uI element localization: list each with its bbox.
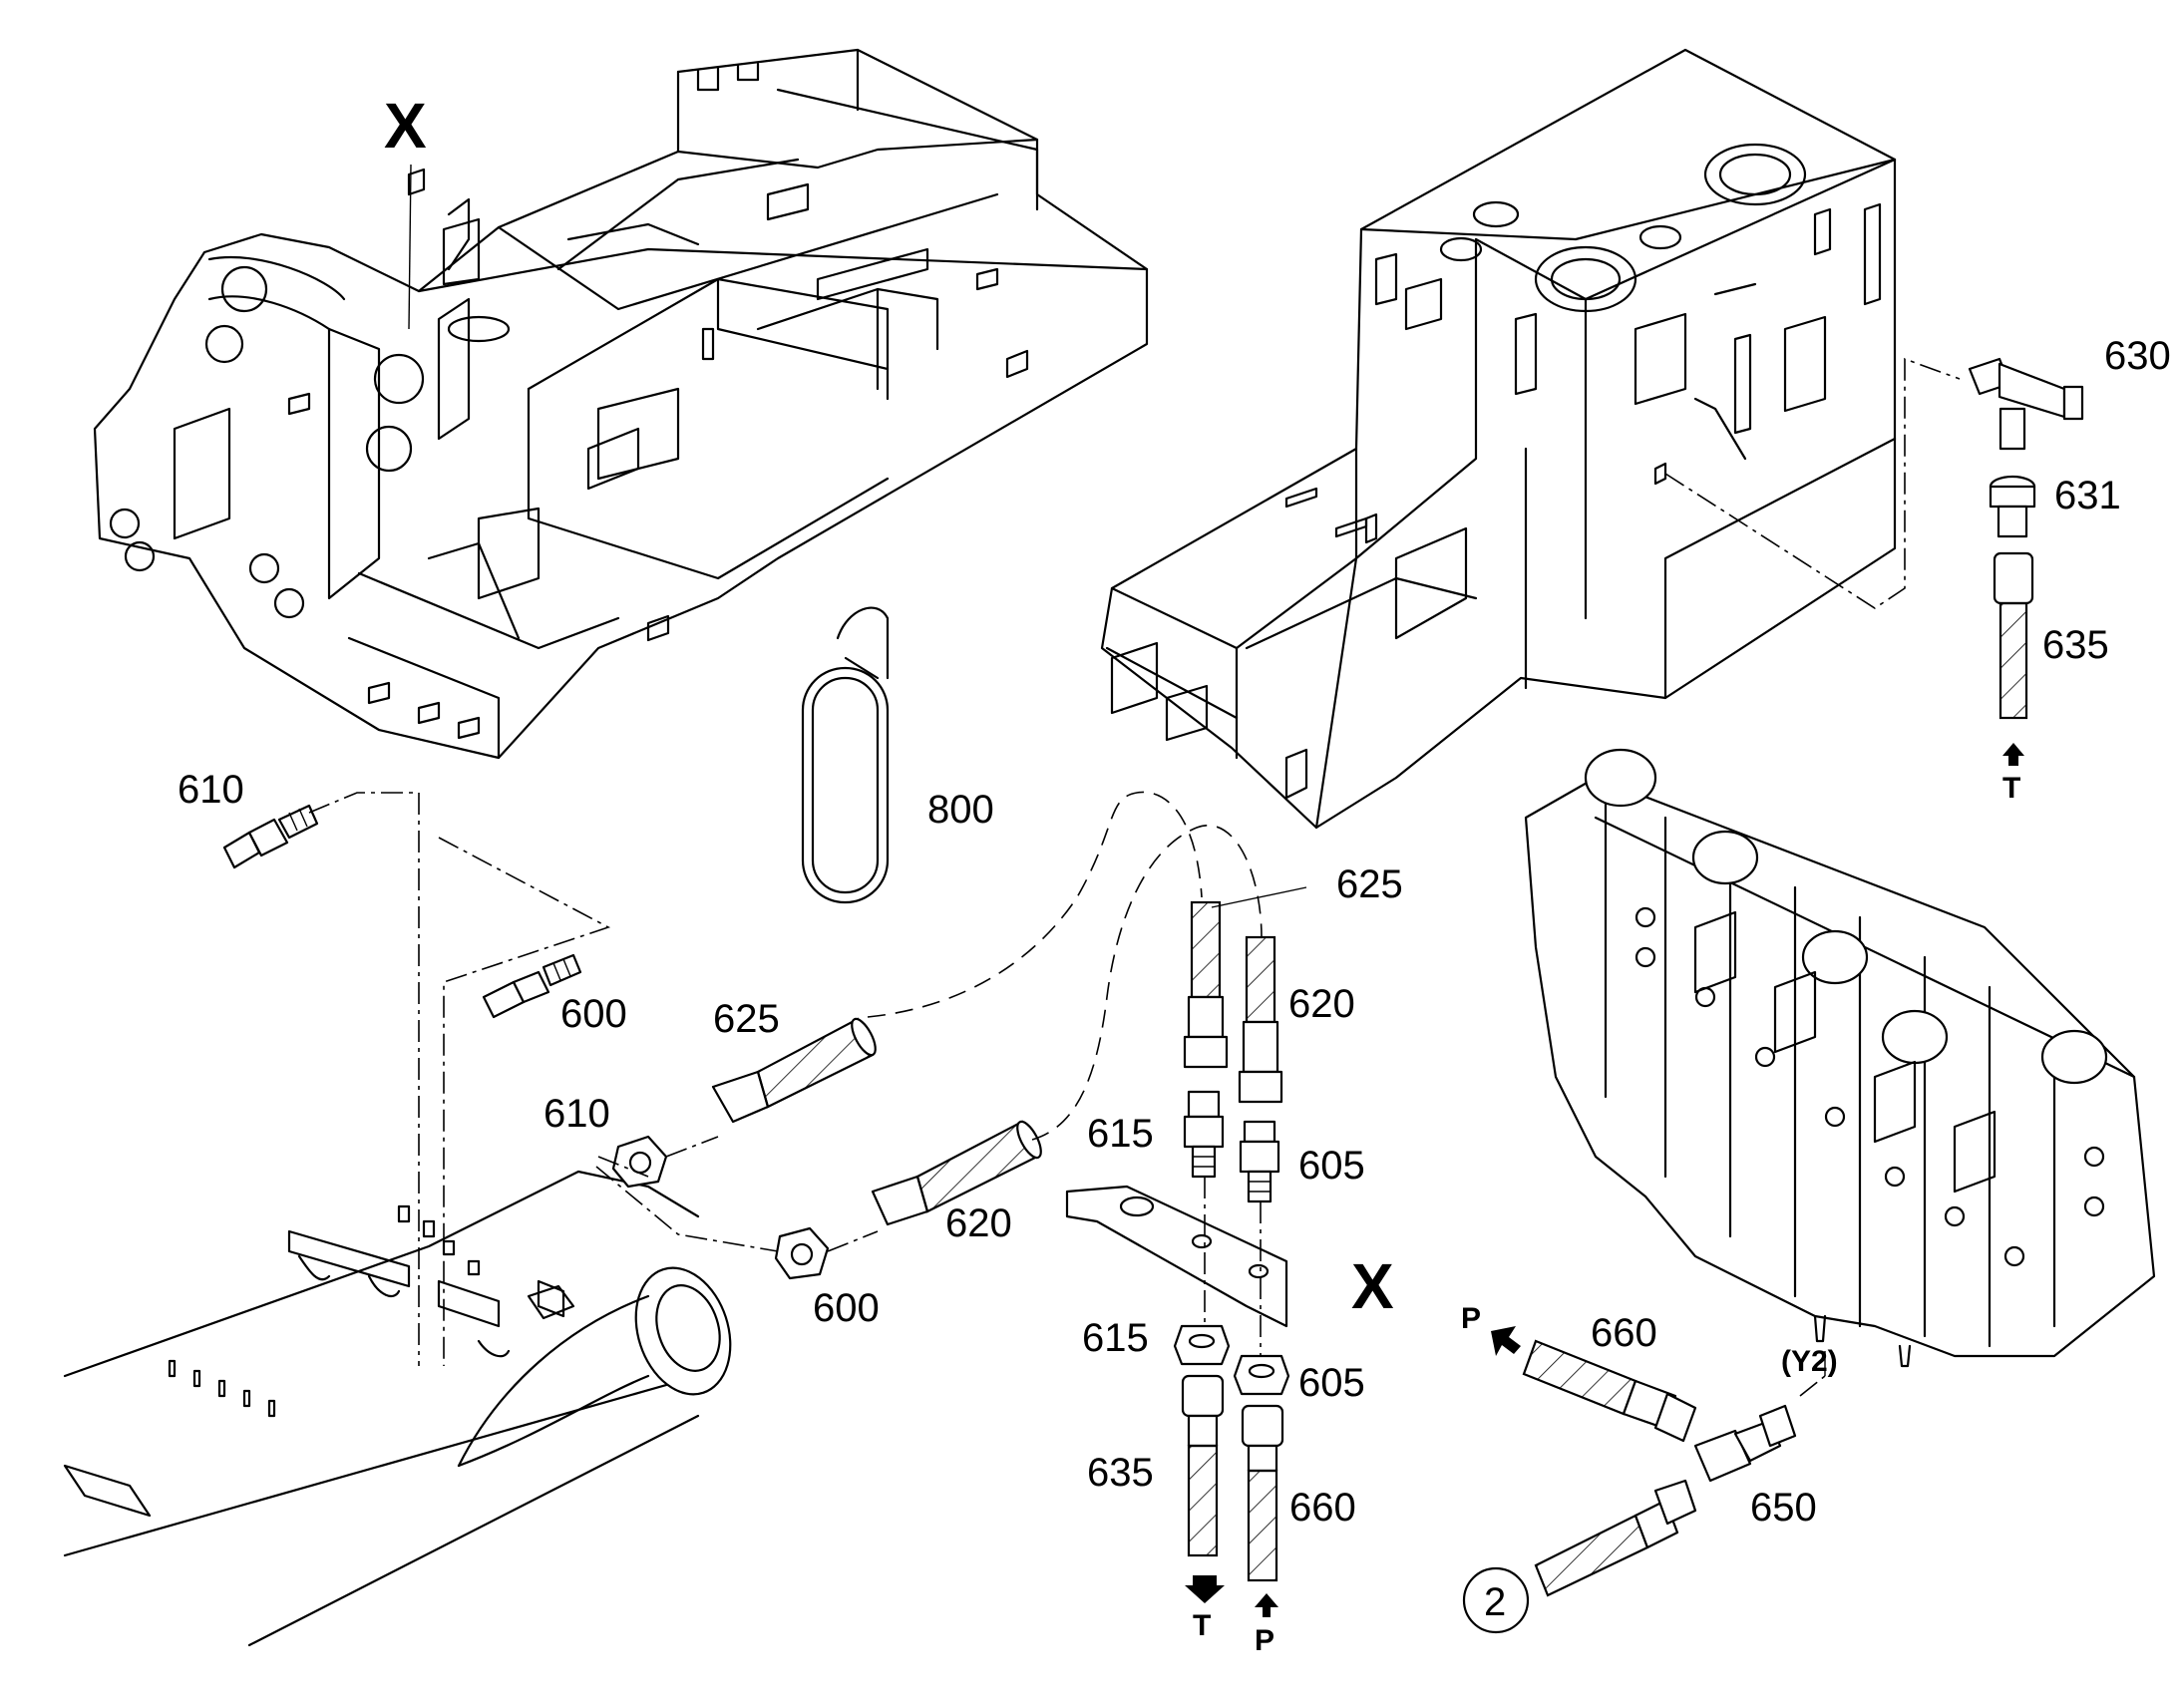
callout-610-top: 610 xyxy=(178,768,244,812)
hose-660-bottom xyxy=(1241,1404,1284,1582)
callout-600-mid: 600 xyxy=(560,992,627,1036)
callout-800: 800 xyxy=(927,788,994,832)
assembly-dash-lines xyxy=(308,357,1961,1397)
port-t-right: T xyxy=(2002,772,2020,805)
fitting-615 xyxy=(1183,1090,1225,1179)
callout-605-fit: 605 xyxy=(1298,1144,1365,1188)
arrow-p-right-icon xyxy=(1491,1326,1521,1356)
callout-660-right: 660 xyxy=(1591,1311,1657,1355)
callout-605-nut: 605 xyxy=(1298,1361,1365,1405)
fitting-600-mid xyxy=(482,953,582,1019)
arrow-p-bottom-icon xyxy=(1255,1593,1278,1617)
nut-600 xyxy=(774,1226,830,1280)
fitting-610-top xyxy=(222,804,319,869)
hose-625-angled xyxy=(711,1017,877,1124)
callout-600-nut: 600 xyxy=(813,1286,880,1330)
tee-fitting-630 xyxy=(1968,357,2084,451)
hose-620-vertical xyxy=(1238,935,1283,1104)
control-valve-drawing xyxy=(1524,748,2156,1368)
callout-610-nut: 610 xyxy=(544,1092,610,1136)
port-p-bottom: P xyxy=(1255,1624,1274,1657)
port-y2: (Y2) xyxy=(1781,1345,1838,1378)
hose-to-ref-2 xyxy=(1534,1479,1697,1597)
callout-630: 630 xyxy=(2104,334,2171,378)
leader-625-top xyxy=(1211,886,1307,908)
callout-650: 650 xyxy=(1750,1486,1817,1530)
callout-625-hose: 625 xyxy=(713,997,780,1041)
upper-structure-drawing xyxy=(1100,48,1897,830)
adapter-631 xyxy=(1989,475,2036,538)
section-marker-x-bottom: X xyxy=(1351,1250,1394,1322)
x-leader-line xyxy=(408,164,412,330)
nut-605-bottom xyxy=(1233,1354,1290,1396)
arrow-t-bottom-icon xyxy=(1185,1575,1225,1603)
hose-635-bottom xyxy=(1181,1374,1225,1557)
hose-660-right xyxy=(1522,1339,1697,1443)
hose-620-angled xyxy=(871,1120,1042,1226)
callout-620-hose: 620 xyxy=(945,1201,1012,1245)
hose-635-right xyxy=(1993,551,2034,720)
ref-circle-2-label: 2 xyxy=(1484,1580,1506,1624)
callout-635-bottom: 635 xyxy=(1087,1451,1154,1495)
elbow-fitting-650 xyxy=(1693,1404,1797,1483)
fitting-605 xyxy=(1239,1120,1280,1203)
callout-620-top: 620 xyxy=(1288,982,1355,1026)
nut-610 xyxy=(611,1135,668,1189)
callout-631: 631 xyxy=(2054,474,2121,517)
callout-615-nut: 615 xyxy=(1082,1316,1149,1360)
port-t-bottom: T xyxy=(1193,1609,1211,1642)
callout-660-bottom: 660 xyxy=(1289,1486,1356,1530)
callout-635-right: 635 xyxy=(2042,623,2109,667)
callout-615-fit: 615 xyxy=(1087,1112,1154,1156)
cable-tie-800 xyxy=(801,606,890,904)
section-marker-x-top: X xyxy=(384,90,427,162)
ref-circle-2 xyxy=(1462,1566,1530,1634)
arrow-t-right-icon xyxy=(2002,743,2024,766)
lower-boom-drawing xyxy=(63,1170,732,1647)
upper-frame-drawing xyxy=(93,48,1149,760)
nut-615-bottom xyxy=(1173,1324,1231,1366)
callout-625-top: 625 xyxy=(1336,862,1403,906)
port-p-right: P xyxy=(1461,1302,1481,1335)
hose-625-vertical xyxy=(1183,900,1229,1069)
bracket-plate xyxy=(1065,1185,1288,1328)
